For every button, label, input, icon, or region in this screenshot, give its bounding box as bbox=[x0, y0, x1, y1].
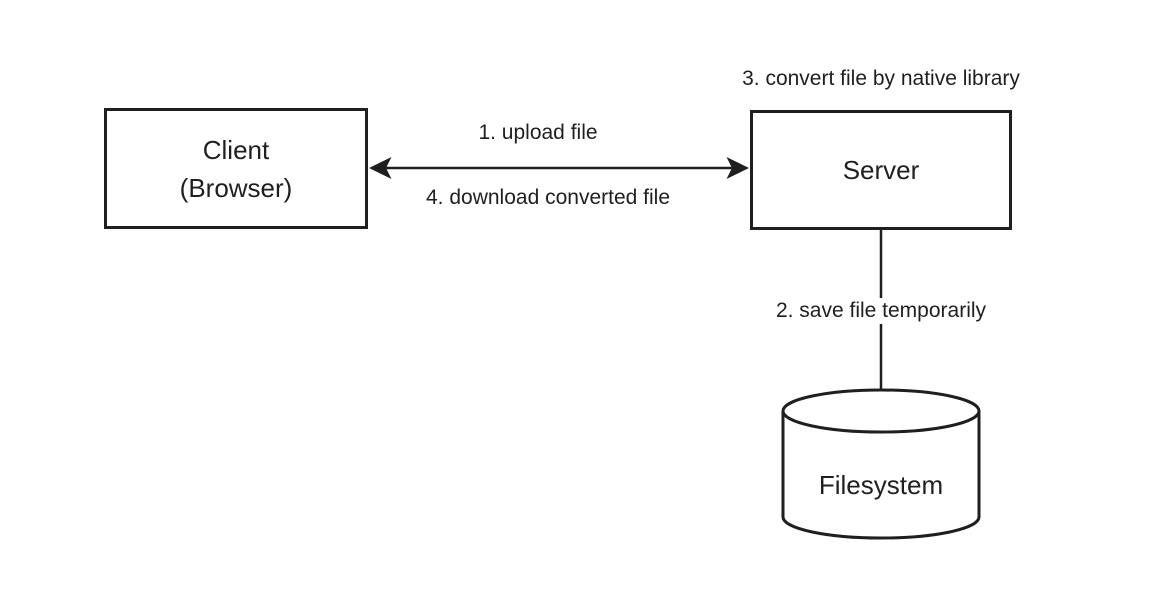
client-label-line2: (Browser) bbox=[179, 172, 293, 203]
node-server: Server bbox=[750, 110, 1012, 230]
arrowhead-left-icon bbox=[369, 157, 392, 179]
save-file-temporarily-label: 2. save file temporarily bbox=[770, 298, 992, 324]
upload-file-label: 1. upload file bbox=[478, 121, 598, 144]
server-note-label: 3. convert file by native library bbox=[742, 67, 1020, 90]
server-label: Server bbox=[842, 155, 920, 185]
arrowhead-right-icon bbox=[726, 157, 749, 179]
client-label-line1: Client bbox=[202, 134, 270, 165]
filesystem-cylinder-body bbox=[781, 411, 981, 540]
filesystem-cylinder-top bbox=[781, 388, 981, 434]
node-client: Client (Browser) bbox=[104, 108, 368, 229]
filesystem-label: Filesystem bbox=[818, 470, 944, 500]
download-converted-file-label: 4. download converted file bbox=[426, 186, 670, 209]
